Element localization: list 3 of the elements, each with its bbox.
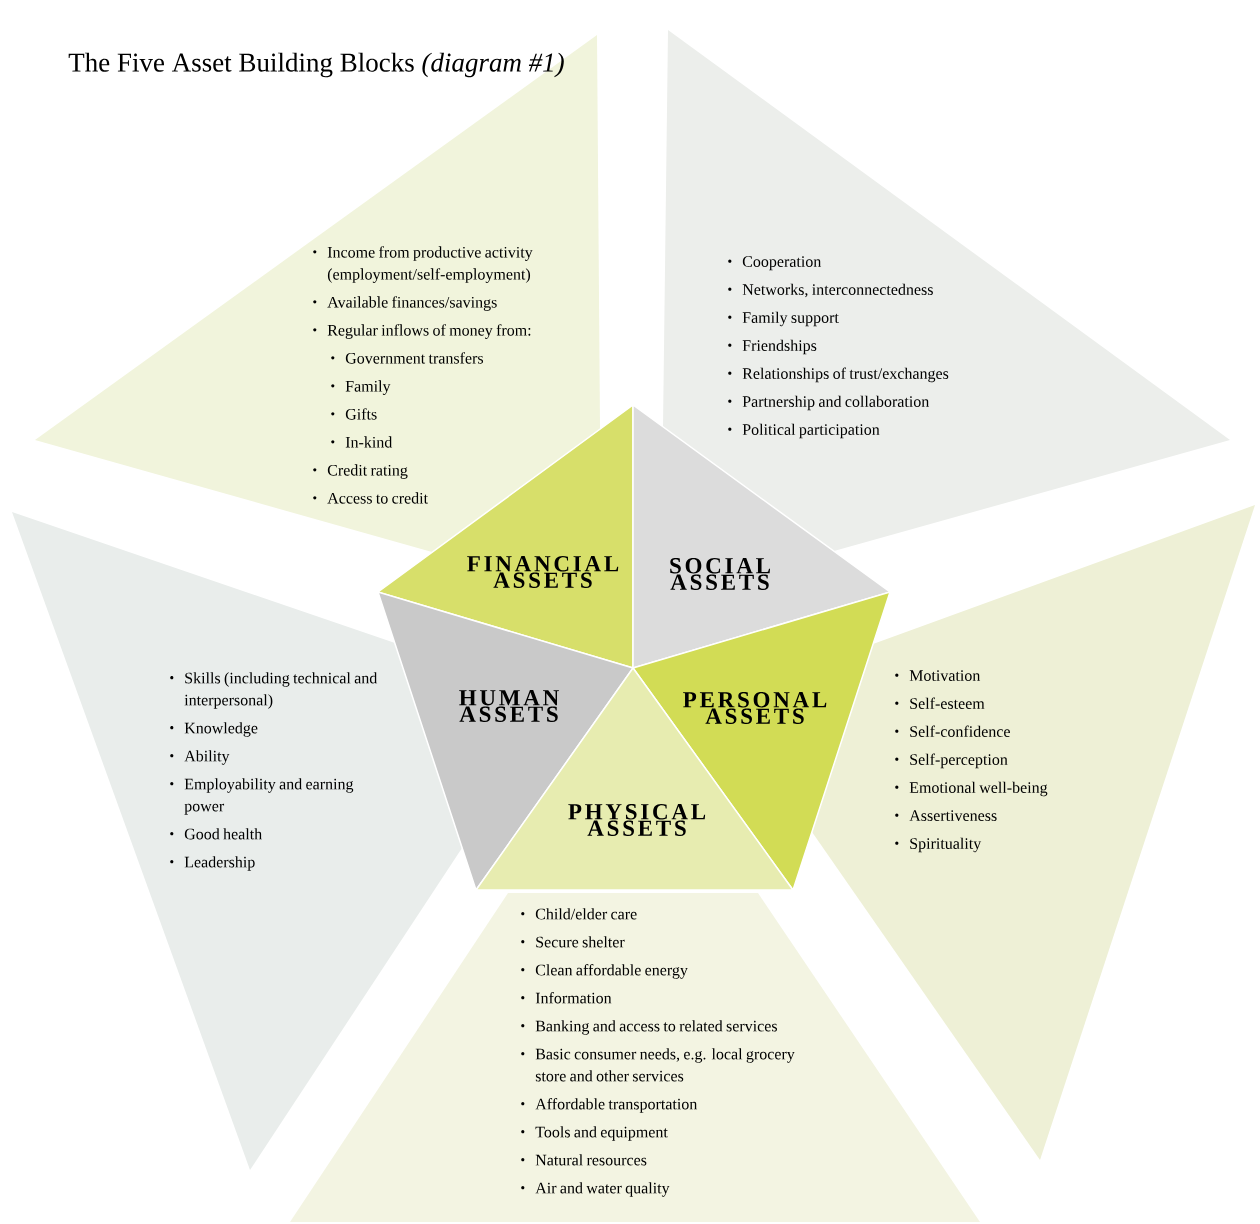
asset-list-panel: Cooperation Networks, interconnectedness Family support Friendships Relationships of trust/exchanges Partnership and collaboration Political participation xyxy=(663,30,1230,551)
asset-list-panel: Child/elder care Secure shelter Clean affordable energy Information Banking and access to related services Basic consumer needs, e.g. local grocery store and other services Affordable transportation Tools and equipment Natural resources Air and water quality xyxy=(290,893,980,1222)
title: The Five Asset Building Blocks (diagram #1) xyxy=(68,52,564,78)
